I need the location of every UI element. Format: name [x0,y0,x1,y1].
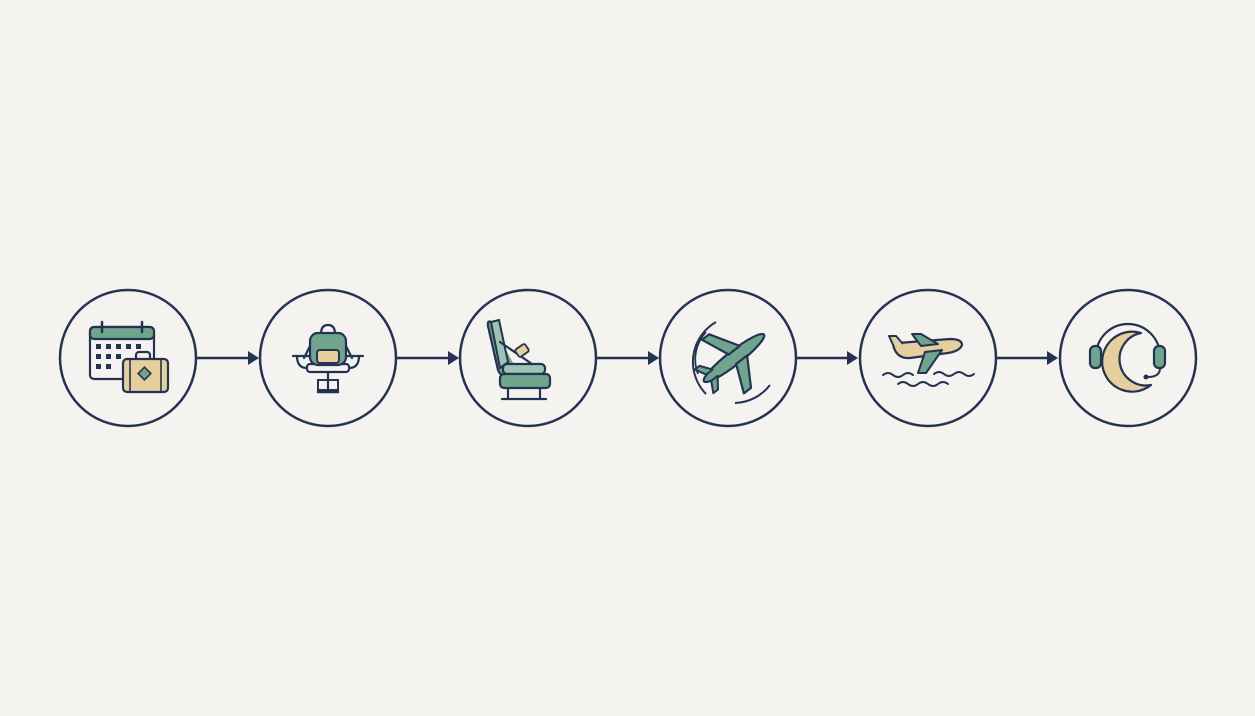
connector-4-5 [797,351,858,365]
connector-5-6 [997,351,1058,365]
step-2-node [258,288,398,428]
step-6-node [1058,288,1198,428]
connector-1-2 [197,351,259,365]
step-5-node [858,288,998,428]
connector-2-3 [397,351,459,365]
backpack-seat-icon [291,323,365,394]
connector-3-4 [597,351,659,365]
airplane-landing-icon [882,333,975,387]
calendar-suitcase-icon [88,320,170,394]
step-3-node [458,288,598,428]
step-1-node [58,288,198,428]
airplane-turbulence-icon [691,321,771,404]
seatbelt-seat-icon [486,318,552,401]
step-4-node [658,288,798,428]
headset-moon-icon [1088,322,1167,393]
